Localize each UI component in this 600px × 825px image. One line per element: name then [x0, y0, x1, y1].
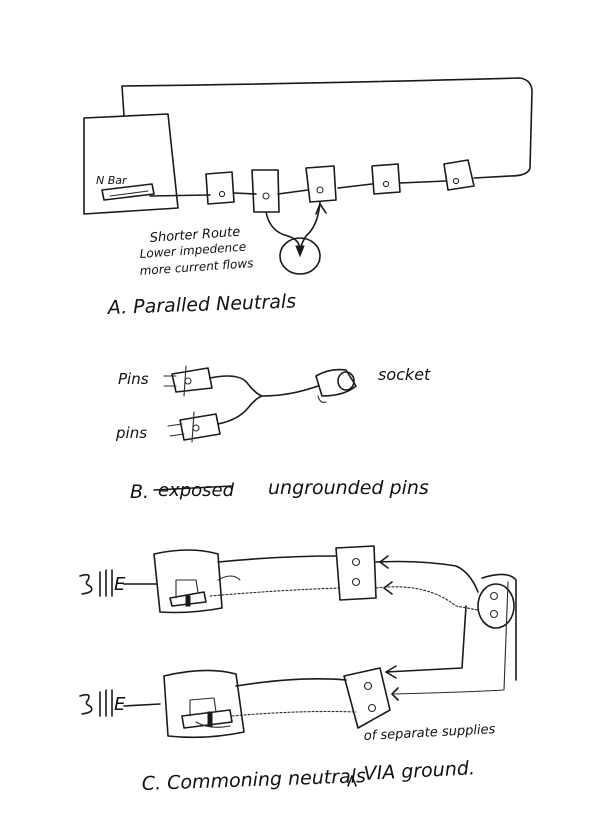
- insert-note: of separate supplies: [363, 722, 496, 744]
- caption-b-struck: exposed: [158, 480, 235, 501]
- earth-symbol-top: E: [79, 569, 157, 597]
- caption-a: A. Paralled Neutrals: [105, 290, 296, 319]
- socket-outlet-4: [371, 163, 401, 195]
- caption-b-prefix: B.: [130, 481, 149, 503]
- top-socket-lead-dashed: [375, 586, 479, 611]
- plug-bottom: [167, 411, 221, 443]
- right-lead-thin: [393, 581, 509, 695]
- neutral-bar: [101, 183, 155, 201]
- consumer-unit-top: [153, 549, 223, 614]
- socket-outlet-2: [251, 169, 280, 213]
- socket-outlet-5: [443, 159, 475, 191]
- y-cord: [209, 375, 319, 425]
- strike-through-line: [153, 485, 233, 491]
- caption-c-end: VIA ground.: [363, 757, 475, 785]
- svg-text:E: E: [114, 574, 126, 595]
- earth-symbol-bottom: E: [79, 689, 161, 717]
- socket-c-top: [335, 545, 377, 601]
- radial-neutral-wire: [149, 180, 447, 197]
- pins-label-top: Pins: [118, 370, 149, 388]
- socket-b: [315, 368, 357, 403]
- section-b-exposed-pins: Pins pins socket B. exposed ungrounded p: [115, 365, 431, 503]
- socket-label: socket: [378, 365, 431, 384]
- socket-c-bottom: [343, 667, 391, 729]
- section-c-commoning-neutrals: E: [79, 545, 517, 795]
- pins-label-bottom: pins: [115, 424, 147, 442]
- top-neutral-wire: [217, 555, 337, 563]
- parallel-connection-wire: [265, 201, 321, 251]
- plug-top: [163, 365, 213, 397]
- socket-outlet-1: [205, 171, 235, 205]
- note-line-1: Shorter Route: [149, 225, 241, 246]
- neutral-bar-label: N Bar: [96, 174, 128, 187]
- insert-caret: [347, 775, 357, 787]
- top-socket-lead: [375, 560, 479, 593]
- svg-text:E: E: [114, 694, 126, 715]
- consumer-unit-bottom: [163, 669, 245, 739]
- caption-c: C. Commoning neutrals: [141, 765, 366, 795]
- caption-b-rest: ungrounded pins: [268, 477, 429, 499]
- section-a-parallel-neutrals: N Bar Shorter Route Lower impedence more…: [83, 77, 533, 319]
- bottom-neutral-wire: [235, 678, 347, 687]
- right-lead-solid: [481, 573, 517, 681]
- bottom-earth-wire-dashed: [231, 710, 357, 717]
- plug-circle: [279, 237, 321, 275]
- socket-outlet-3: [305, 165, 337, 203]
- commoning-plug: [477, 583, 515, 629]
- consumer-unit-box: [83, 113, 179, 215]
- top-earth-wire-dashed: [209, 587, 341, 597]
- loop-wire: [121, 77, 533, 179]
- plug-to-bottom-lead: [385, 605, 467, 673]
